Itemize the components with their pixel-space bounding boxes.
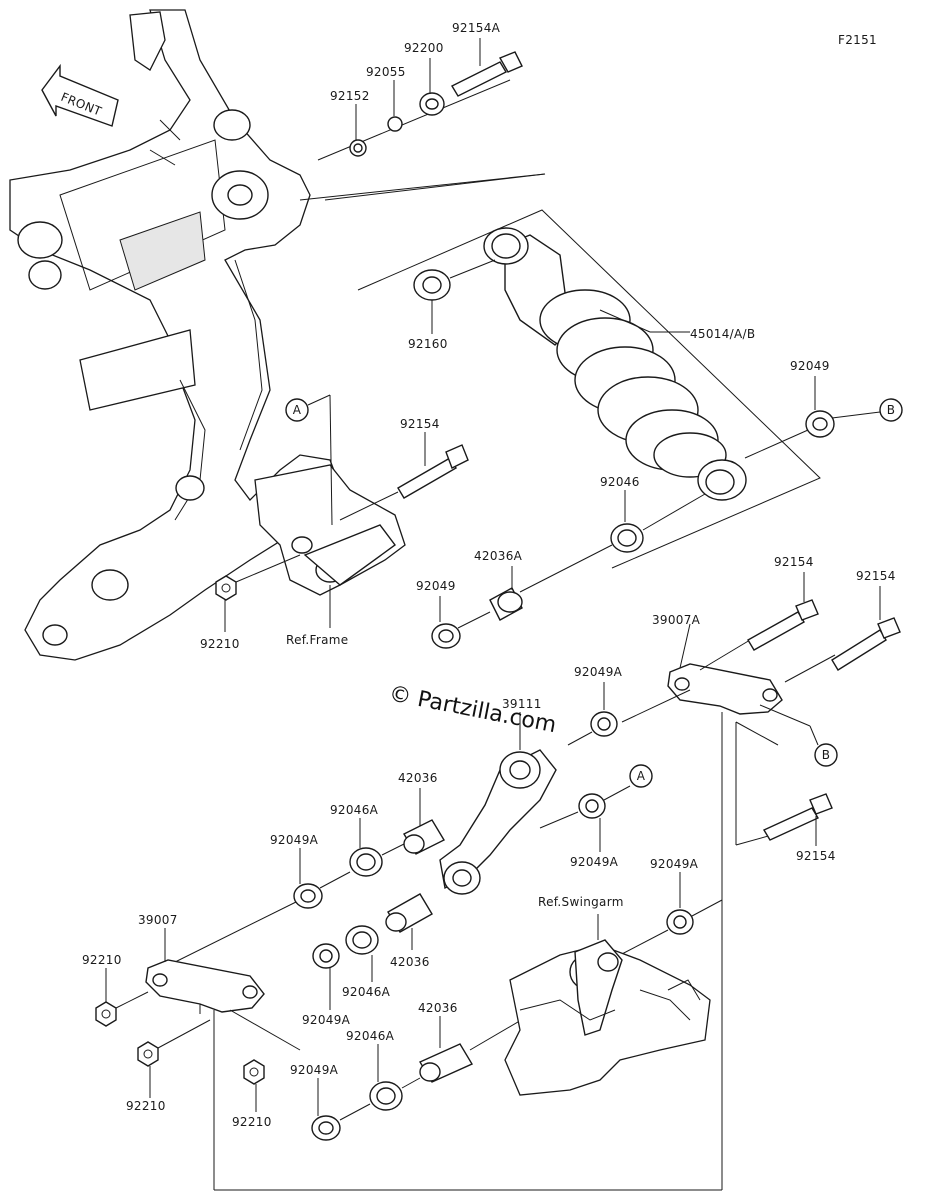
label-92049-right: 92049 [790, 359, 830, 373]
label-92049a-lower: 92049A [290, 1063, 339, 1077]
label-92049a-swingarm: 92049A [650, 857, 699, 871]
label-92049a-rocker-left: 92049A [270, 833, 319, 847]
rocker-mid-stack [312, 893, 433, 969]
tie-rod-39007a [621, 639, 836, 846]
label-92055: 92055 [366, 65, 406, 79]
bushing-92160 [413, 259, 496, 301]
label-92154a: 92154A [452, 21, 501, 35]
label-92210-bottom-left: 92210 [126, 1099, 166, 1113]
marker-a-lower: A [629, 764, 653, 788]
label-92210-frame: 92210 [200, 637, 240, 651]
rocker-left-stack [154, 819, 445, 973]
svg-text:B: B [822, 748, 831, 762]
nuts-92210-lower [95, 991, 265, 1085]
washer-swingarm [619, 899, 723, 956]
rocker-arm-39111 [439, 749, 557, 895]
svg-text:B: B [887, 403, 896, 417]
svg-text:A: A [293, 403, 302, 417]
label-42036-lower: 42036 [418, 1001, 458, 1015]
bolts-92154-right [747, 599, 901, 841]
marker-b-lower: B [809, 725, 838, 767]
label-92154-right-1: 92154 [774, 555, 814, 569]
label-92154-right-2: 92154 [856, 569, 896, 583]
label-92160: 92160 [408, 337, 448, 351]
top-hardware [299, 51, 546, 201]
marker-a-upper: A [285, 394, 333, 526]
watermark: © Partzilla.com [387, 681, 558, 738]
washer-92049a-rod-top [567, 711, 618, 746]
label-92049a-rocker-right: 92049A [570, 855, 619, 869]
shock-lower-hardware [431, 493, 706, 649]
label-92154-frame: 92154 [400, 417, 440, 431]
part-labels: F2151 92154A 92200 92055 92152 92160 450… [82, 21, 896, 1129]
svg-text:A: A [637, 769, 646, 783]
label-92046a-upper: 92046A [330, 803, 379, 817]
label-92152: 92152 [330, 89, 370, 103]
label-42036-upper: 42036 [398, 771, 438, 785]
label-92046a-mid: 92046A [342, 985, 391, 999]
label-39007: 39007 [138, 913, 178, 927]
nut-92210-frame [215, 554, 301, 601]
washer-92049-right [744, 410, 881, 459]
label-92200: 92200 [404, 41, 444, 55]
marker-b-upper: B [879, 398, 903, 422]
figure-code: F2151 [838, 33, 877, 47]
label-92049a-mid: 92049A [302, 1013, 351, 1027]
washer-rocker-right [539, 785, 631, 829]
label-39111: 39111 [502, 697, 542, 711]
swingarm-illustration [504, 914, 711, 1096]
label-92046a-lower: 92046A [346, 1029, 395, 1043]
ref-swingarm-label: Ref.Swingarm [538, 895, 624, 909]
label-92210-left: 92210 [82, 953, 122, 967]
rocker-lower-stack [311, 1011, 536, 1141]
label-92049-lower-left: 92049 [416, 579, 456, 593]
label-92154-lower: 92154 [796, 849, 836, 863]
label-39007a: 39007A [652, 613, 701, 627]
label-92046: 92046 [600, 475, 640, 489]
leader-lines [105, 38, 881, 1116]
shock-absorber-group [357, 209, 821, 569]
label-42036a: 42036A [474, 549, 523, 563]
front-arrow: FRONT [41, 63, 119, 127]
bolt-92154-frame [339, 444, 469, 521]
label-42036-mid: 42036 [390, 955, 430, 969]
label-92049a-rod-top: 92049A [574, 665, 623, 679]
label-92210-bottom-mid: 92210 [232, 1115, 272, 1129]
label-45014: 45014/A/B [690, 327, 755, 341]
ref-frame-label: Ref.Frame [286, 633, 348, 647]
tie-rod-39007 [145, 762, 723, 1191]
frame-illustration [9, 9, 406, 661]
